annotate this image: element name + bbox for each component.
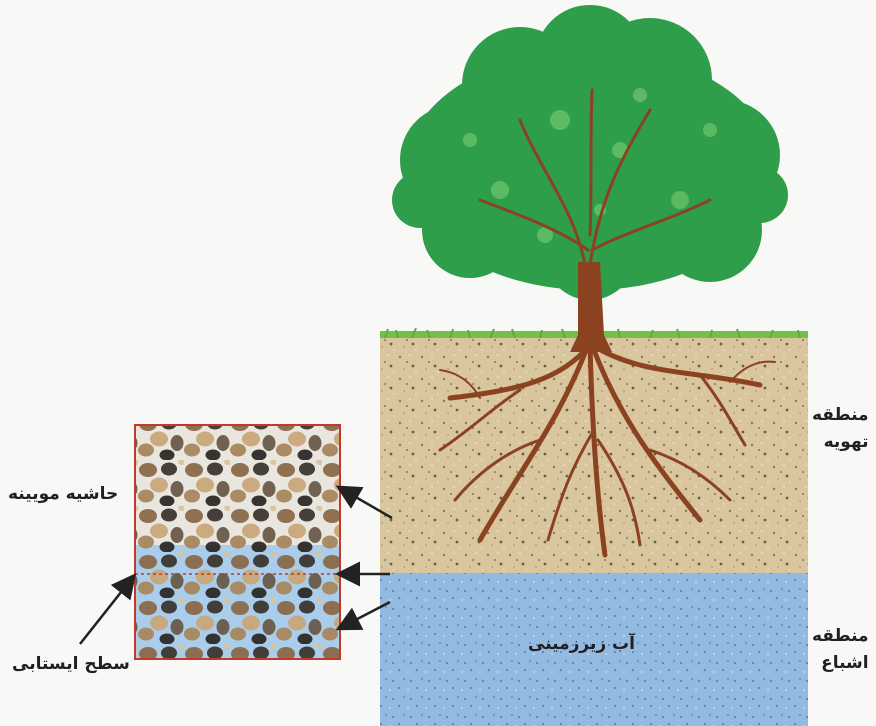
water-table-label: سطح ایستابی: [12, 651, 130, 678]
aeration-zone-label-line2: تهویه: [812, 429, 869, 456]
saturation-zone-label-line1: منطقه: [812, 623, 869, 650]
aeration-zone-label: منطقه تهویه: [812, 402, 869, 456]
pebble-inset: [135, 425, 340, 659]
aeration-zone-label-line1: منطقه: [812, 402, 869, 429]
capillary-fringe-label: حاشیه مویینه: [8, 481, 118, 508]
groundwater-label: آب زیرزمینی: [528, 631, 635, 658]
saturation-zone-label: منطقه اشباع: [812, 623, 869, 677]
arrow-water-table-label: [80, 577, 133, 644]
saturation-zone-label-line2: اشباع: [812, 650, 869, 677]
